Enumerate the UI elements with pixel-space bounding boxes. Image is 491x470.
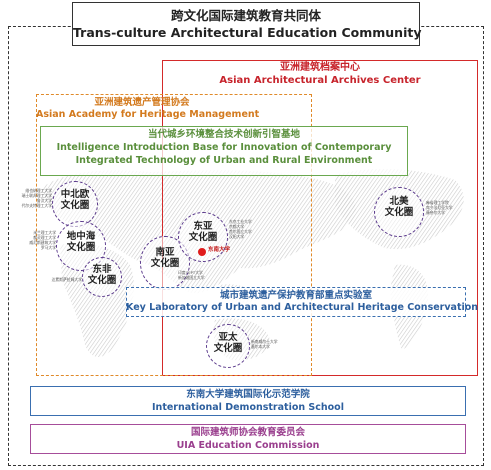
demo-school-cn: 东南大学建筑国际化示范学院 [186, 389, 310, 400]
key-lab-box [126, 287, 466, 317]
innovation-base-box [40, 126, 408, 176]
central-north-europe-circle [52, 181, 98, 227]
university-item: 新加坡国立大学 [178, 275, 205, 281]
heritage-academy-region [36, 94, 312, 376]
asia-pacific-label-line1: 亚太 [218, 332, 238, 343]
demo-school-box [30, 386, 466, 416]
university-item: 首尔国立大学 [229, 229, 252, 235]
east-asia-label-line1: 东亚 [193, 221, 213, 232]
east-asia-label-line2: 文化圈 [188, 231, 218, 243]
central-north-europe-label-line1: 中北欧 [60, 189, 90, 200]
innovation-base-cn: 当代城乡环境整合技术创新引智基地 [147, 129, 300, 140]
east-asia-label: 东亚 文化圈 [178, 221, 228, 244]
uia-commission-en: UIA Education Commission [176, 440, 320, 451]
university-item: 麻省理工学院 [426, 200, 449, 205]
university-item: 康奈尔大学 [426, 210, 445, 216]
central-north-europe-label-line2: 文化圈 [60, 199, 90, 211]
asia-pacific-universities: 新南威尔士大学 墨尔本大学 [251, 339, 278, 349]
university-item: 代尔夫特理工大学 [21, 203, 52, 209]
south-asia-label-line2: 文化圈 [150, 257, 180, 269]
university-item: 汉阳大学 [229, 234, 245, 240]
university-item: 维也纳理工大学 [25, 188, 52, 193]
university-item: 达累斯萨拉姆大学 [51, 277, 82, 282]
north-america-label-line1: 北美 [389, 196, 409, 207]
archives-center-region [162, 60, 478, 376]
key-lab-en: Key Laboratory of Urban and Architectura… [126, 302, 479, 313]
south-asia-universities: 印度CEPT大学 新加坡国立大学 [178, 270, 205, 280]
university-item: 都灵理工大学 [33, 235, 56, 241]
innovation-base-en-line2: Integrated Technology of Urban and Rural… [75, 155, 373, 166]
title-en: Trans-culture Architectural Education Co… [73, 25, 422, 40]
north-america-universities: 麻省理工学院 宾夕法尼亚大学 康奈尔大学 [426, 200, 453, 215]
east-africa-label-line2: 文化圈 [87, 274, 117, 286]
uia-commission-cn: 国际建筑师协会教育委员会 [190, 427, 305, 438]
east-africa-label-line1: 东非 [92, 264, 112, 275]
title-box: 跨文化国际建筑教育共同体 Trans-culture Architectural… [72, 2, 422, 46]
university-item: 威尼斯建筑大学 [29, 240, 56, 246]
university-item: 东京工业大学 [229, 219, 252, 224]
university-item: 罗马大学 [40, 245, 56, 251]
east-africa-universities: 达累斯萨拉姆大学 [38, 277, 82, 282]
east-asia-universities: 东京工业大学 京都大学 首尔国立大学 汉阳大学 [229, 219, 252, 240]
university-item: 瑞士联邦理工大学 [21, 193, 52, 199]
north-america-label: 北美 文化圈 [374, 196, 424, 219]
asia-pacific-label-line2: 文化圈 [213, 342, 243, 354]
mediterranean-label-line2: 文化圈 [66, 241, 96, 253]
mediterranean-universities: 米兰理工大学 都灵理工大学 威尼斯建筑大学 罗马大学 [14, 230, 56, 251]
heritage-academy-cn: 亚洲建筑遗产管理协会 [94, 97, 190, 108]
asia-pacific-label: 亚太 文化圈 [206, 332, 250, 355]
south-asia-label: 南亚 文化圈 [140, 247, 190, 270]
east-africa-label: 东非 文化圈 [82, 264, 122, 287]
north-america-circle [374, 187, 424, 237]
key-lab-cn: 城市建筑遗产保护教育部重点实验室 [219, 290, 372, 301]
south-asia-label-line1: 南亚 [155, 247, 175, 258]
archives-center-en: Asian Architectural Archives Center [219, 75, 421, 86]
north-america-label-line2: 文化圈 [384, 206, 414, 218]
university-item: 鲁汶大学 [36, 198, 52, 204]
uia-commission-box [30, 424, 466, 454]
mediterranean-label: 地中海 文化圈 [56, 231, 106, 254]
heritage-academy-en: Asian Academy for Heritage Management [36, 109, 260, 120]
university-item: 新南威尔士大学 [251, 339, 278, 344]
central-north-europe-label: 中北欧 文化圈 [52, 189, 98, 212]
title-cn: 跨文化国际建筑教育共同体 [170, 8, 321, 23]
mediterranean-label-line1: 地中海 [66, 231, 96, 242]
university-item: 印度CEPT大学 [178, 270, 203, 275]
east-africa-circle [82, 257, 122, 297]
university-item: 宾夕法尼亚大学 [426, 205, 453, 211]
university-item: 米兰理工大学 [33, 230, 56, 235]
demo-school-en: International Demonstration School [152, 402, 344, 413]
university-item: 墨尔本大学 [251, 344, 270, 350]
asia-pacific-circle [206, 324, 250, 368]
home-university-marker [198, 248, 206, 256]
home-university-label: 东南大学 [208, 247, 231, 253]
central-north-europe-universities: 维也纳理工大学 瑞士联邦理工大学 鲁汶大学 代尔夫特理工大学 [14, 188, 52, 209]
innovation-base-en-line1: Intelligence Introduction Base for Innov… [56, 142, 392, 153]
university-item: 京都大学 [229, 224, 245, 230]
archives-center-cn: 亚洲建筑档案中心 [280, 62, 360, 73]
